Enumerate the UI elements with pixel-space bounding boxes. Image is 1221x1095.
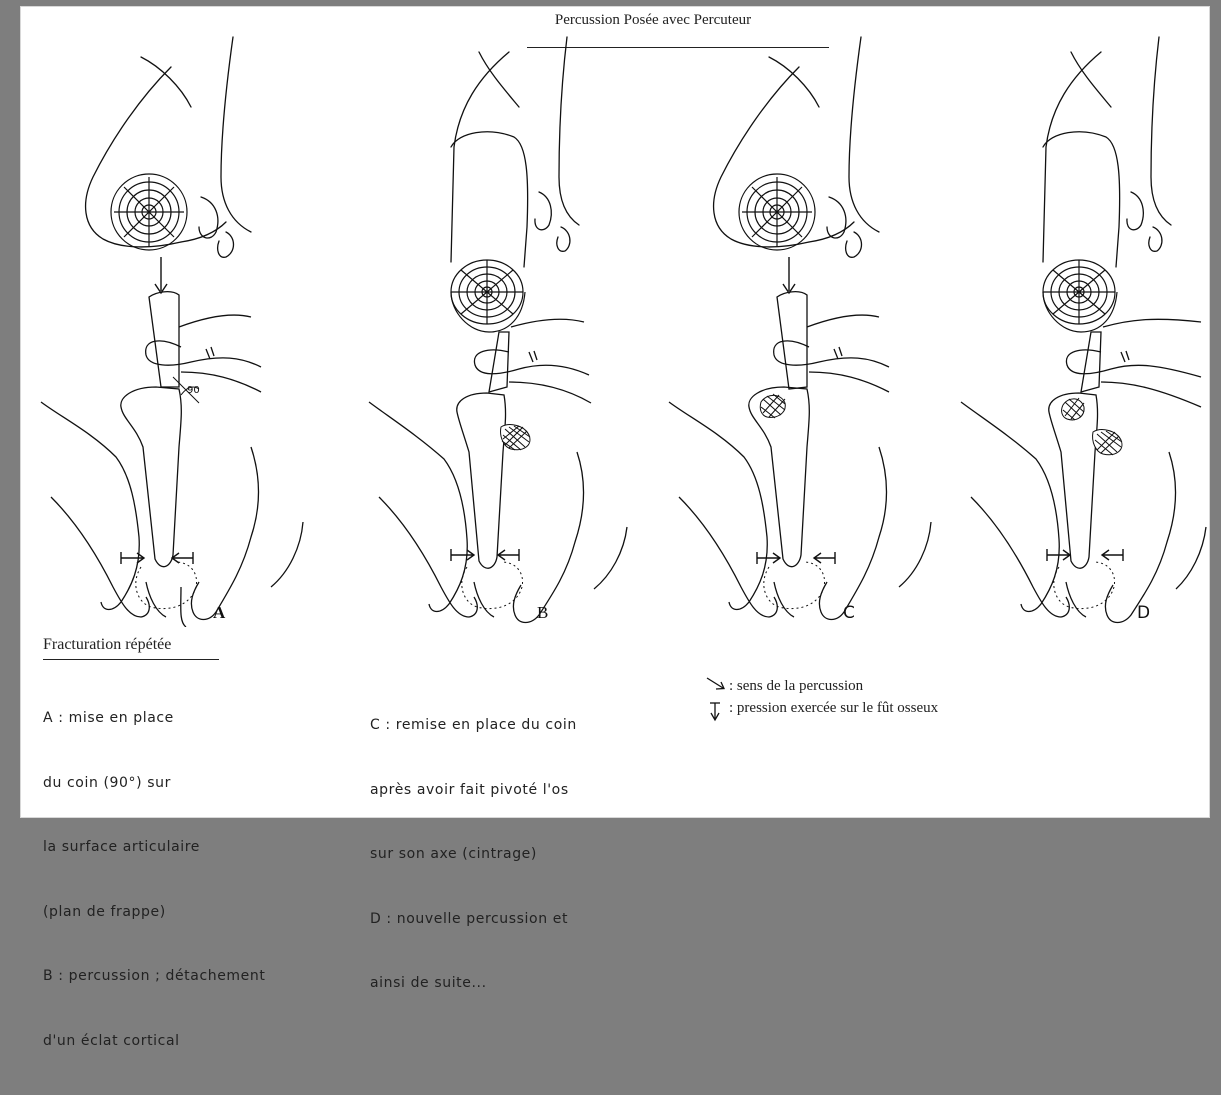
caption-line: A : mise en place: [43, 708, 265, 730]
panel-c-illustration: [649, 27, 949, 627]
panel-letter-b: B: [537, 603, 548, 623]
feet: [41, 402, 303, 627]
hammer-rings: [451, 260, 525, 332]
caption-line: la surface articulaire: [43, 837, 265, 859]
flake-scar: [760, 394, 785, 418]
wedge-body: [489, 332, 509, 392]
caption-line: sur son axe (cintrage): [370, 844, 577, 866]
caption-line: du coin (90°) sur: [43, 773, 265, 795]
panel-d-illustration: [951, 27, 1209, 627]
bone: [121, 387, 181, 567]
wedge-body: [777, 292, 807, 389]
feet: [369, 402, 627, 623]
bone: [457, 393, 506, 568]
percussion-arrow-icon: [783, 257, 795, 293]
flake-scar: [1062, 398, 1084, 420]
section-heading: Fracturation répétée: [43, 636, 171, 654]
bone-flake: [1093, 430, 1122, 455]
wedge-rings: [739, 174, 815, 250]
angle-label: 90: [187, 385, 200, 396]
panel-letter-a: A: [213, 603, 225, 623]
bone-flake: [501, 425, 530, 450]
diagonal-arrow-icon: [707, 678, 724, 689]
panel-b-illustration: [339, 27, 639, 627]
caption-line: ainsi de suite...: [370, 973, 577, 995]
window-frame: Percussion Posée avec Percuteur: [0, 0, 1221, 823]
legend-percussion-direction: : sens de la percussion: [729, 678, 863, 695]
legend-shaft-pressure: : pression exercée sur le fût osseux: [729, 700, 938, 717]
wedge-body: [149, 292, 179, 387]
feet: [961, 402, 1206, 623]
caption-line: D : nouvelle percussion et: [370, 909, 577, 931]
caption-line: d'un éclat cortical: [43, 1031, 265, 1053]
caption-left: A : mise en place du coin (90°) sur la s…: [43, 665, 265, 1095]
caption-line: après avoir fait pivoté l'os: [370, 780, 577, 802]
percussion-arrow-icon: [155, 257, 167, 293]
wedge-rings: [111, 174, 187, 250]
hand-outline: [86, 67, 181, 247]
feet: [669, 402, 931, 620]
pressure-arrows-icon: [451, 549, 519, 561]
pressure-arrows-icon: [710, 703, 720, 720]
wedge-body: [1081, 332, 1101, 392]
legend-icons: [705, 675, 729, 727]
caption-middle: C : remise en place du coin après avoir …: [370, 672, 577, 1038]
pressure-arrows-icon: [757, 552, 835, 564]
diagram-sheet: Percussion Posée avec Percuteur: [20, 6, 1210, 818]
caption-line: B : percussion ; détachement: [43, 966, 265, 988]
section-heading-underline: [43, 659, 219, 660]
panel-letter-d: D: [1137, 603, 1151, 623]
hammer-rings: [1043, 260, 1117, 332]
caption-line: (plan de frappe): [43, 902, 265, 924]
panel-letter-c: C: [843, 603, 855, 623]
caption-line: C : remise en place du coin: [370, 715, 577, 737]
panel-a-illustration: 90: [21, 27, 321, 627]
